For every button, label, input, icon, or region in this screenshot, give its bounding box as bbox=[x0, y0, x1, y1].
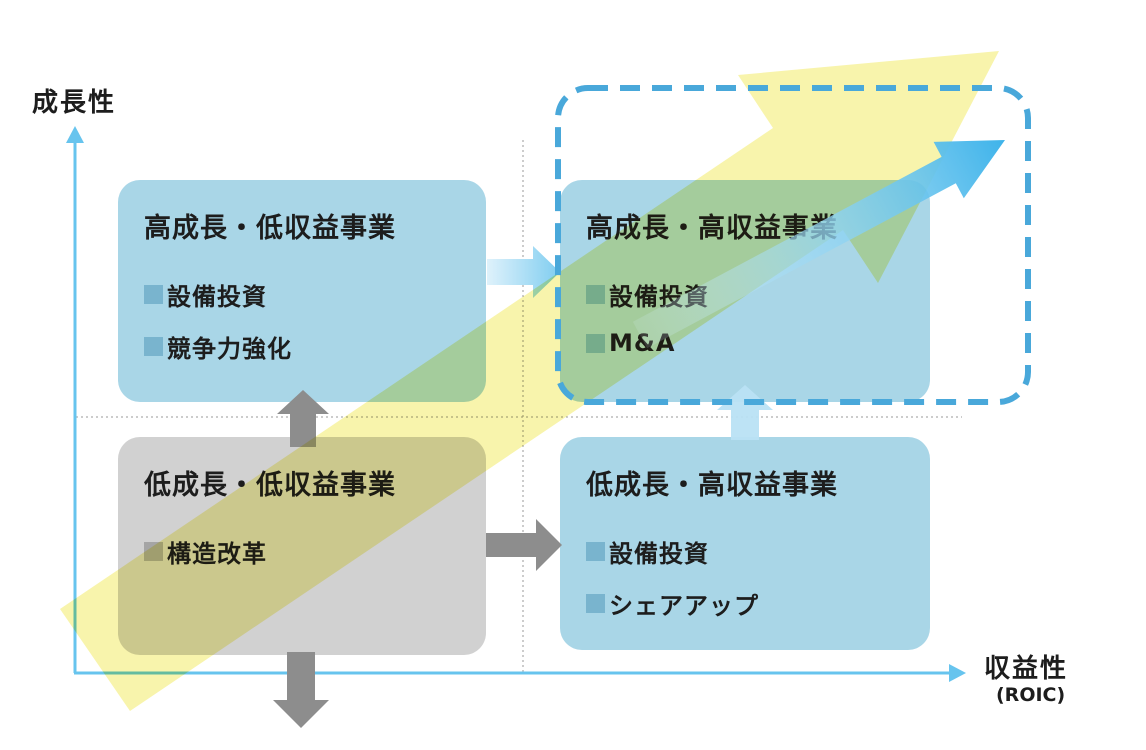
list-item-label: 設備投資 bbox=[609, 540, 709, 568]
list-item-label: 設備投資 bbox=[167, 283, 267, 311]
list-item-label: 設備投資 bbox=[609, 283, 709, 311]
y-axis-arrowhead-icon bbox=[66, 126, 84, 143]
blue-right-arrow-icon bbox=[487, 246, 560, 298]
list-item: 構造改革 bbox=[144, 534, 460, 569]
quadrant-low-growth-high-profit: 低成長・高収益事業 設備投資 シェアアップ bbox=[560, 437, 930, 650]
bullet-square-icon bbox=[144, 285, 163, 304]
list-item: 設備投資 bbox=[586, 534, 904, 569]
quadrant-low-growth-low-profit: 低成長・低収益事業 構造改革 bbox=[118, 437, 486, 655]
bullet-square-icon bbox=[586, 333, 605, 353]
x-axis-sublabel: (ROIC) bbox=[996, 684, 1066, 706]
quadrant-title: 低成長・低収益事業 bbox=[144, 470, 396, 501]
list-item: 設備投資 bbox=[586, 277, 904, 312]
quadrant-high-growth-high-profit: 高成長・高収益事業 設備投資 M&A bbox=[560, 180, 930, 402]
quadrant-title: 高成長・高収益事業 bbox=[586, 213, 838, 244]
bullet-square-icon bbox=[586, 594, 605, 613]
list-item-label: 構造改革 bbox=[167, 540, 267, 568]
right-arrow-icon bbox=[486, 519, 562, 571]
x-axis-arrowhead-icon bbox=[949, 664, 966, 682]
quadrant-title: 高成長・低収益事業 bbox=[144, 213, 396, 244]
quadrant-high-growth-low-profit: 高成長・低収益事業 設備投資 競争力強化 bbox=[118, 180, 486, 402]
down-arrow-icon bbox=[273, 652, 329, 728]
quadrant-title: 低成長・高収益事業 bbox=[586, 470, 838, 501]
y-axis-label: 成長性 bbox=[32, 88, 117, 118]
bullet-square-icon bbox=[586, 285, 605, 304]
x-axis-label: 収益性 bbox=[984, 654, 1069, 684]
bullet-square-icon bbox=[144, 337, 163, 356]
bullet-square-icon bbox=[144, 542, 163, 561]
list-item: M&A bbox=[586, 329, 904, 357]
list-item-label: M&A bbox=[609, 329, 676, 357]
list-item: 設備投資 bbox=[144, 277, 460, 312]
list-item: シェアアップ bbox=[586, 586, 904, 621]
list-item-label: シェアアップ bbox=[609, 592, 759, 620]
list-item-label: 競争力強化 bbox=[167, 335, 292, 363]
list-item: 競争力強化 bbox=[144, 329, 460, 364]
bullet-square-icon bbox=[586, 542, 605, 561]
